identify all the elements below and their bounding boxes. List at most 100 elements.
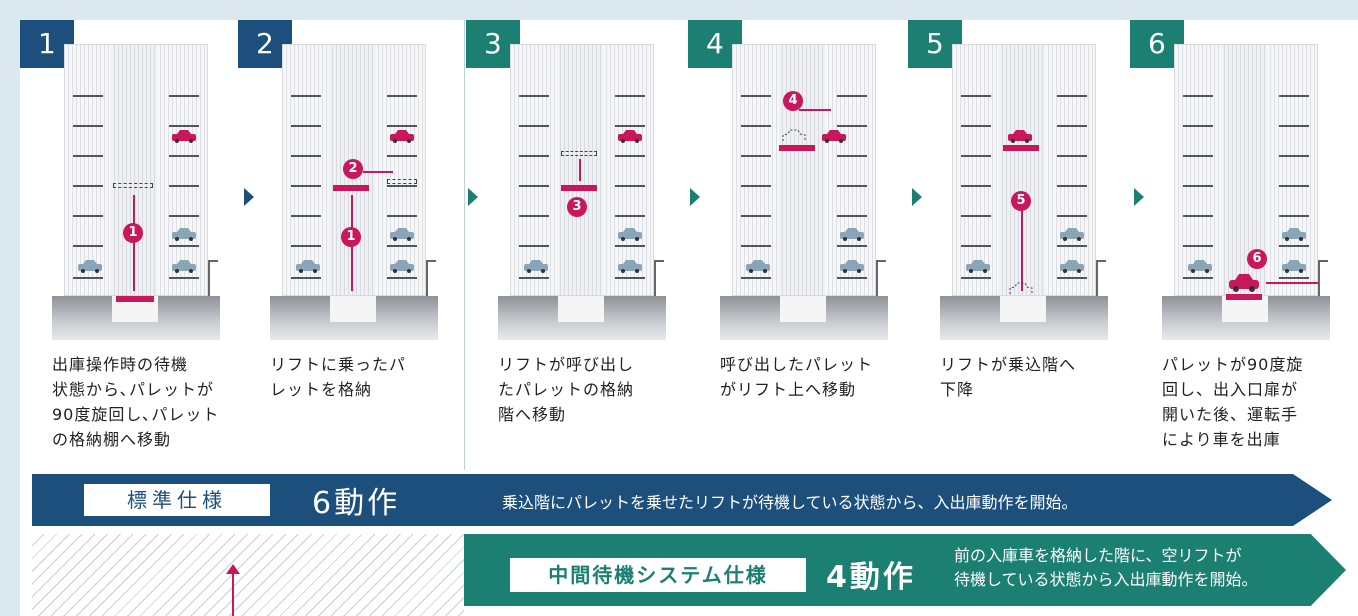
shelf (1183, 245, 1213, 247)
car-icon (1188, 260, 1212, 273)
shelf (1279, 215, 1309, 217)
shelf (1183, 155, 1213, 157)
intermediate-desc-line1: 前の入庫車を格納した階に、空リフトが (954, 546, 1242, 565)
shelf (169, 185, 199, 187)
shelf (837, 155, 867, 157)
arrow-right (1266, 282, 1318, 284)
arrow-shaft (232, 572, 234, 616)
step-description: 出庫操作時の待機 状態から､パレットが 90度旋回し､パレット の格納棚へ移動 (52, 355, 220, 449)
car-icon (296, 260, 320, 273)
shelf (519, 125, 549, 127)
pallet-ghost (113, 183, 153, 188)
section-divider (464, 20, 465, 470)
pallet (561, 185, 597, 191)
shelf (837, 95, 867, 97)
marker-6: 6 (1247, 249, 1267, 269)
shelf (73, 185, 103, 187)
shelf (291, 185, 321, 187)
shelf (387, 125, 417, 127)
shelf (961, 277, 991, 279)
car-icon (822, 130, 846, 143)
shelf (961, 155, 991, 157)
shelf (387, 277, 417, 279)
car-icon (1060, 228, 1084, 241)
shelf (73, 277, 103, 279)
shelf (169, 95, 199, 97)
car-icon (390, 228, 414, 241)
shelf (615, 125, 645, 127)
shelf (741, 277, 771, 279)
shelf (291, 125, 321, 127)
car-icon (172, 228, 196, 241)
entrance-edge (208, 260, 218, 296)
shelf (1057, 185, 1087, 187)
shelf (169, 215, 199, 217)
shelf (73, 215, 103, 217)
step-2: 2 2 1 リフトに乗ったパ レットを格納 (238, 20, 443, 470)
shelf (741, 215, 771, 217)
shelf (961, 185, 991, 187)
step-description: リフトが乗込階へ 下降 (940, 355, 1077, 399)
shelf (169, 125, 199, 127)
shelf (741, 185, 771, 187)
shelf (615, 185, 645, 187)
parking-tower: 5 (952, 44, 1096, 296)
pallet (333, 185, 369, 191)
shelf (291, 155, 321, 157)
shelf (741, 125, 771, 127)
car-icon (1060, 260, 1084, 273)
car-ghost-icon (782, 129, 806, 141)
shelf (387, 155, 417, 157)
lift-pit (780, 296, 826, 322)
standard-spec-description: 乗込階にパレットを乗せたリフトが待機している状態から、入出庫動作を開始。 (502, 493, 1078, 512)
entrance-edge (1096, 260, 1106, 296)
parking-tower: 6 (1174, 44, 1318, 296)
intermediate-spec-description: 前の入庫車を格納した階に、空リフトが 待機している状態から入出庫動作を開始。 (954, 544, 1258, 592)
shelf (615, 95, 645, 97)
step-description: リフトに乗ったパ レットを格納 (270, 355, 407, 399)
next-arrow-icon (912, 188, 922, 206)
car-icon (966, 260, 990, 273)
shelf (1183, 125, 1213, 127)
car-icon (390, 130, 414, 143)
shelf (1057, 215, 1087, 217)
shelf (615, 277, 645, 279)
shelf (73, 95, 103, 97)
marker-1: 1 (123, 223, 143, 243)
shelf (741, 245, 771, 247)
shelf (519, 185, 549, 187)
shelf (519, 277, 549, 279)
shelf (961, 245, 991, 247)
step-4: 4 4 呼び出したパレット がリフト上へ移動 (688, 20, 893, 470)
pallet (1003, 145, 1039, 151)
shelf (73, 155, 103, 157)
intermediate-spec-label: 中間待機システム仕様 (510, 558, 806, 592)
shelf (1057, 125, 1087, 127)
shelf (961, 215, 991, 217)
car-icon (618, 130, 642, 143)
shelf (1183, 185, 1213, 187)
arrow-up (133, 195, 135, 291)
shelf (73, 125, 103, 127)
shelf (291, 95, 321, 97)
car-icon (1008, 130, 1032, 143)
marker-1: 1 (341, 227, 361, 247)
pallet-ghost (387, 179, 417, 184)
pallet (779, 145, 815, 151)
shelf (387, 185, 417, 187)
shelf (1279, 95, 1309, 97)
shelf (1057, 245, 1087, 247)
car-icon (618, 260, 642, 273)
shelf (387, 245, 417, 247)
shelf (519, 245, 549, 247)
shelf (741, 95, 771, 97)
shelf (1057, 277, 1087, 279)
step-3: 3 3 リフトが呼び出し たパレットの格納 階へ移動 (466, 20, 671, 470)
marker-5: 5 (1011, 191, 1031, 211)
step-description: リフトが呼び出し たパレットの格納 階へ移動 (498, 355, 635, 424)
step-5: 5 5 リフトが乗込階へ 下降 (908, 20, 1113, 470)
arrow-left (799, 109, 831, 111)
shelf (1057, 95, 1087, 97)
car-icon (78, 260, 102, 273)
shelf (519, 215, 549, 217)
